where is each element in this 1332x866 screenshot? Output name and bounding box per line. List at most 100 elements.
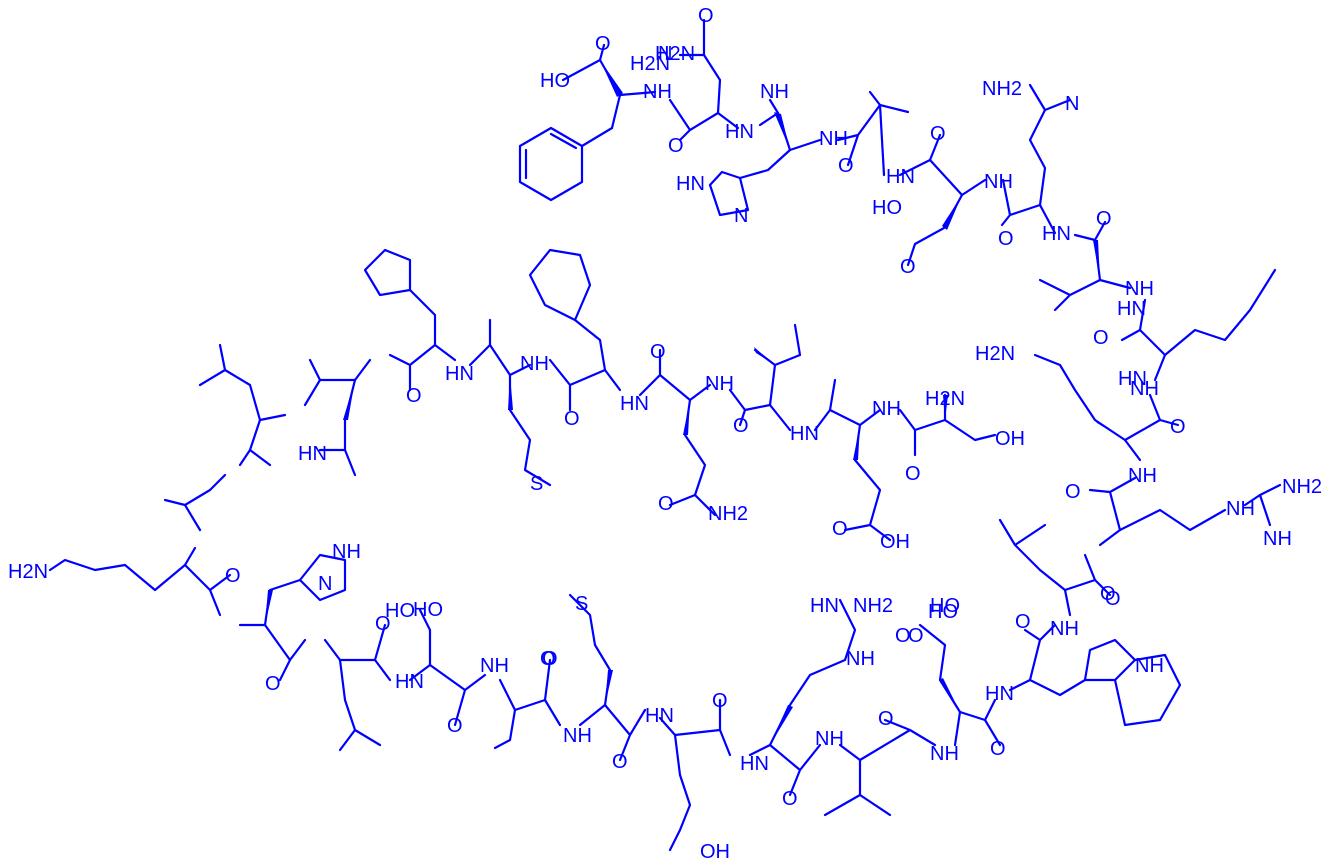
atom-label: HO xyxy=(928,601,958,623)
bond xyxy=(1243,483,1282,527)
atom-label: NH2 xyxy=(708,503,748,525)
atom-label: H2N xyxy=(925,388,965,410)
bond xyxy=(428,663,487,727)
atom-label: HN xyxy=(790,423,819,445)
bond xyxy=(573,318,607,372)
atom-label: N xyxy=(1065,93,1079,115)
bond xyxy=(673,698,732,757)
wedge-bond xyxy=(943,395,948,420)
bond xyxy=(758,98,792,152)
bond xyxy=(668,733,692,852)
bond xyxy=(524,132,578,180)
wedge-bond xyxy=(853,425,860,460)
atom-label: NH xyxy=(643,81,672,103)
atom-label: HN xyxy=(725,121,754,143)
atom-label: O xyxy=(1170,416,1186,438)
atom-label: HO xyxy=(540,70,570,92)
atom-label: O xyxy=(1105,588,1121,610)
atom-label: NH xyxy=(846,648,875,670)
atom-label: H2N xyxy=(630,53,670,75)
atom-label: OH xyxy=(880,531,910,553)
bond xyxy=(658,716,677,737)
wedge-bond xyxy=(343,380,355,420)
atom-label: O xyxy=(900,256,916,278)
bond xyxy=(578,703,607,727)
atom-label: O xyxy=(908,625,924,647)
atom-label: N xyxy=(658,43,672,65)
bond xyxy=(998,518,1067,592)
bond xyxy=(768,743,822,797)
bond xyxy=(838,743,862,762)
bond xyxy=(513,658,562,727)
wedge-bond xyxy=(1093,240,1100,280)
atom-label: O xyxy=(1093,327,1109,349)
bond xyxy=(1028,678,1087,697)
wedge-bond xyxy=(942,195,962,230)
bond xyxy=(1163,268,1277,357)
bond xyxy=(603,703,647,762)
bond xyxy=(408,663,432,682)
atom-label: O xyxy=(930,123,946,145)
bond xyxy=(1063,553,1112,597)
atom-label: O xyxy=(698,5,714,27)
atom-label: O xyxy=(225,565,241,587)
bond xyxy=(418,608,432,667)
bond xyxy=(48,558,187,592)
bond xyxy=(298,553,347,602)
atom-label: NH xyxy=(480,655,509,677)
atom-label: O xyxy=(668,135,684,157)
atom-label: NH xyxy=(819,128,848,150)
bond xyxy=(716,111,740,130)
atom-label: NH xyxy=(563,725,592,747)
bond xyxy=(788,138,822,152)
atom-label: O xyxy=(1100,583,1116,605)
bond xyxy=(1033,353,1127,442)
wedge-bond xyxy=(265,590,273,625)
bond xyxy=(958,698,1002,747)
atom-label: HN xyxy=(620,393,649,415)
atom-label: NH2 xyxy=(1282,476,1322,498)
bond xyxy=(898,408,947,457)
bond xyxy=(303,358,357,407)
atom-label: HN xyxy=(395,671,424,693)
bond xyxy=(1028,83,1072,207)
atom-label: O xyxy=(375,613,391,635)
wedge-bond xyxy=(605,670,613,705)
wedge-bond xyxy=(508,375,513,410)
atom-label: O xyxy=(540,648,556,670)
bond xyxy=(738,148,792,180)
atom-label: NH xyxy=(1130,378,1159,400)
atom-label: O xyxy=(990,738,1006,760)
atom-label: NH2 xyxy=(982,78,1022,100)
bond xyxy=(468,318,512,377)
stereo-wedges xyxy=(265,60,1125,745)
bond xyxy=(1000,178,1042,227)
atom-labels: HO H2N O NH N HN H2N O O NH HN N O HO O … xyxy=(8,5,1322,863)
bond xyxy=(858,408,882,427)
atom-label: NH xyxy=(984,171,1013,193)
atom-label: HN xyxy=(1118,368,1147,390)
bond xyxy=(493,708,517,750)
atom-label: H2N xyxy=(8,561,48,583)
atom-label: O xyxy=(406,385,422,407)
atom-label: O xyxy=(265,673,281,695)
bond xyxy=(702,18,722,115)
atom-label: HO xyxy=(930,595,960,617)
bond xyxy=(1063,588,1072,617)
atom-label: HO xyxy=(413,599,443,621)
bond xyxy=(1098,528,1122,547)
atom-label: NH xyxy=(1050,618,1079,640)
bond xyxy=(638,348,692,402)
atom-label: NH xyxy=(1128,465,1157,487)
bond xyxy=(408,288,437,347)
atom-label: N xyxy=(318,573,332,595)
atom-label: NH xyxy=(705,373,734,395)
atom-label: O xyxy=(595,33,611,55)
atom-label: NH xyxy=(520,353,549,375)
atom-label: HN xyxy=(810,595,839,617)
atom-label: O xyxy=(1096,208,1112,230)
bond xyxy=(263,623,307,682)
bond xyxy=(353,358,372,382)
bond xyxy=(1023,623,1057,682)
